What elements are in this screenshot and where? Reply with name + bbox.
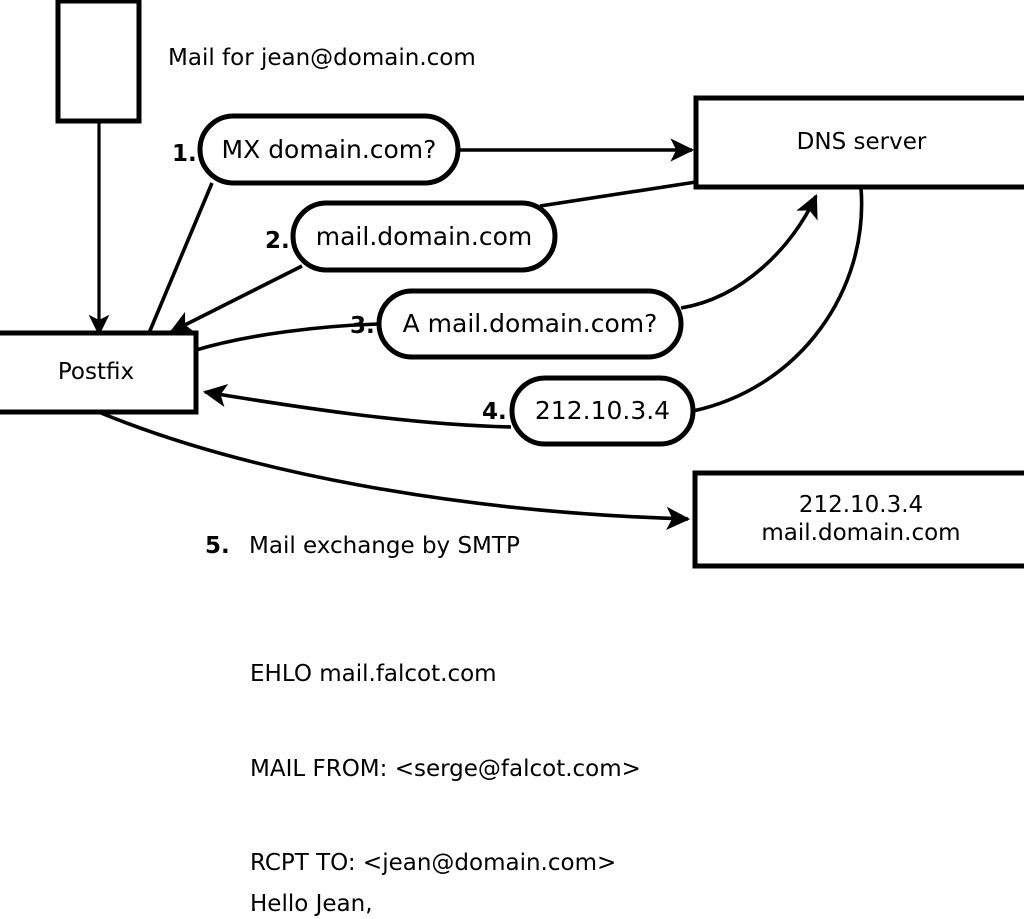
bubble-3-shape [376, 288, 684, 360]
bubble-1-shape [197, 113, 461, 186]
smtp-body-line: Hello Jean, [250, 891, 373, 917]
bubble-4-shape [509, 375, 696, 447]
node-dns-server [693, 95, 1024, 190]
node-postfix [0, 330, 199, 415]
edge-postfix-to-bubble-3 [195, 322, 379, 352]
step-number-4: 4. [482, 399, 507, 425]
edge-dns-to-bubble-4 [692, 187, 864, 413]
step-number-5: 5. [205, 533, 230, 559]
smtp-transcript-body: Hello Jean, [...] [250, 826, 373, 919]
edge-bubble-3-to-dns [680, 194, 818, 310]
smtp-transcript-terminator: . [250, 891, 258, 917]
edge-postfix-to-target-server [100, 411, 691, 531]
edge-bubble-2-to-postfix [169, 264, 303, 334]
smtp-line: EHLO mail.falcot.com [250, 661, 497, 687]
bubble-2-shape [290, 200, 558, 273]
node-target-server [692, 470, 1024, 569]
step-number-2: 2. [265, 228, 290, 254]
edge-bubble-4-to-postfix [202, 384, 512, 429]
smtp-transcript-commands: EHLO mail.falcot.com MAIL FROM: <serge@f… [250, 596, 641, 919]
step-5-label: Mail exchange by SMTP [249, 533, 520, 559]
edge-postfix-to-bubble-1 [147, 182, 214, 334]
smtp-line: RCPT TO: <jean@domain.com> [250, 850, 617, 876]
step-number-1: 1. [172, 141, 197, 167]
smtp-line: MAIL FROM: <serge@falcot.com> [250, 755, 641, 782]
edge-dns-to-bubble-2 [539, 180, 697, 208]
step-number-3: 3. [350, 313, 375, 339]
node-sender-client [55, 0, 142, 124]
caption-mail-for: Mail for jean@domain.com [168, 45, 476, 71]
